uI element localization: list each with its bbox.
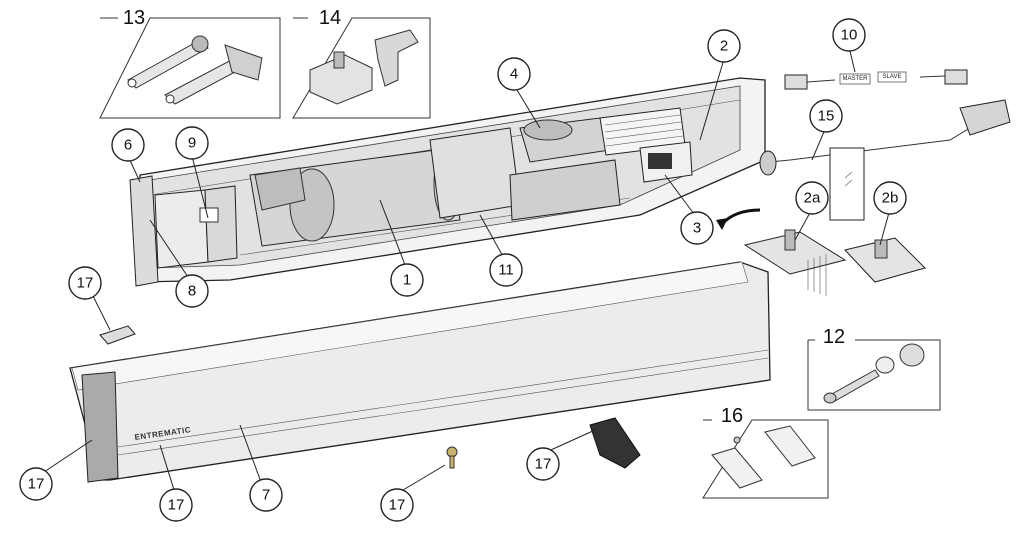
svg-text:17: 17 [168, 497, 185, 514]
svg-text:1: 1 [403, 272, 411, 289]
callout-6: 6 [111, 128, 145, 162]
svg-text:4: 4 [510, 66, 518, 83]
inset-box-14-title: 14 [319, 7, 341, 29]
inset-box-16-title: 16 [721, 405, 743, 427]
svg-text:8: 8 [188, 283, 196, 300]
master-slave-cable: MASTER SLAVE [784, 69, 968, 90]
black-bracket [589, 417, 641, 469]
main-switch [639, 141, 693, 183]
control-board-2a [743, 229, 847, 296]
svg-text:17: 17 [28, 476, 45, 493]
svg-text:11: 11 [498, 262, 514, 279]
gearbox [429, 117, 621, 221]
callout-3: 3 [680, 211, 714, 245]
callout-17-clip: 17 [68, 266, 102, 300]
control-board-2b [844, 237, 926, 283]
callout-4: 4 [497, 57, 531, 91]
callout-17-bracket: 17 [526, 447, 560, 481]
insert-arrowhead [716, 218, 728, 230]
svg-text:9: 9 [188, 135, 196, 152]
bolt-kit [823, 343, 925, 404]
svg-text:17: 17 [535, 456, 552, 473]
callout-10: 10 [832, 18, 866, 52]
svg-text:7: 7 [262, 487, 270, 504]
callout-8: 8 [175, 274, 209, 308]
master-label: MASTER [842, 76, 868, 82]
end-caps [711, 425, 816, 489]
callout-11: 11 [489, 253, 523, 287]
stop-block-parts [309, 29, 419, 105]
svg-text:2: 2 [720, 38, 728, 55]
callout-17-endcap: 17 [19, 467, 53, 501]
svg-text:2a: 2a [804, 190, 821, 207]
svg-text:10: 10 [841, 27, 858, 44]
inset-box-12: 12 [807, 326, 941, 411]
svg-text:15: 15 [818, 108, 835, 125]
slave-label: SLAVE [883, 74, 902, 80]
callout-15: 15 [809, 99, 843, 133]
insert-arrow [720, 208, 761, 226]
callout-17-cover: 17 [159, 488, 193, 522]
motor-unit [249, 147, 463, 247]
screw [446, 446, 458, 469]
callout-17-screw: 17 [380, 488, 414, 522]
callout-2b: 2b [873, 181, 907, 215]
callout-1: 1 [390, 263, 424, 297]
svg-text:17: 17 [77, 275, 94, 292]
pivot-arm-parts [127, 35, 263, 105]
inset-box-12-title: 12 [823, 326, 845, 348]
svg-text:3: 3 [693, 220, 701, 237]
inset-box-14: 14 [292, 7, 431, 119]
callout-9: 9 [175, 126, 209, 160]
svg-text:2b: 2b [882, 190, 899, 207]
svg-text:6: 6 [124, 137, 132, 154]
svg-text:17: 17 [389, 497, 406, 514]
inset-box-13: 13 [99, 7, 281, 119]
inset-box-13-title: 13 [123, 7, 145, 29]
cover: ENTREMATIC [69, 261, 771, 483]
end-bracket [154, 185, 238, 269]
cover-clip [99, 325, 136, 345]
callout-2a: 2a [795, 181, 829, 215]
inset-box-16: 16 [702, 405, 829, 499]
callout-7: 7 [249, 478, 283, 512]
power-cable [759, 99, 1011, 221]
callout-2: 2 [707, 29, 741, 63]
